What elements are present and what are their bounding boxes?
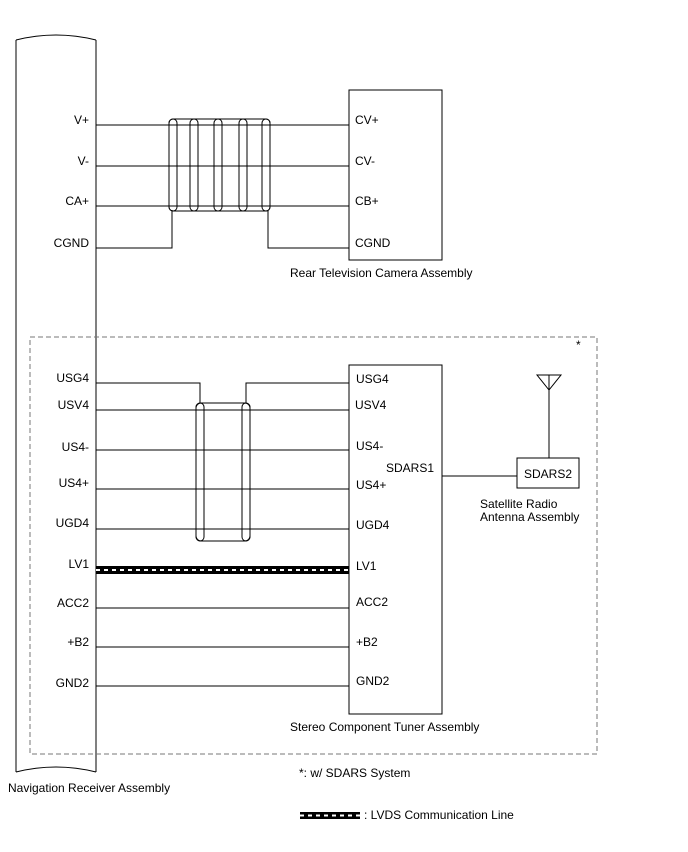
tuner-pin-gnd2: GND2 [356,674,390,688]
rear-camera-box [348,89,443,261]
navigation-receiver-label: Navigation Receiver Assembly [8,781,170,795]
sdars-note: *: w/ SDARS System [299,766,410,780]
camera-shield-bundle [168,118,271,212]
sdars-region-marker: * [576,338,581,352]
tuner-pin-lv1: LV1 [356,559,377,573]
tuner-wires [96,382,349,687]
nav-pin-us4-minus: US4- [62,440,89,454]
sdars-system-region [29,336,598,755]
tuner-pin-us4-minus: US4- [356,439,383,453]
tuner-pin-b2: +B2 [356,635,378,649]
camera-pin-cb-plus: CB+ [355,194,379,208]
nav-pin-b2: +B2 [67,635,89,649]
nav-pin-lv1: LV1 [69,557,90,571]
lvds-line [96,566,349,574]
tuner-pin-ugd4: UGD4 [356,518,390,532]
tuner-shield-bundle [195,402,251,542]
nav-pin-usg4: USG4 [56,371,89,385]
nav-pin-ca-plus: CA+ [65,194,89,208]
antenna-pin-sdars2: SDARS2 [524,467,572,481]
nav-pin-v-minus: V- [78,154,89,168]
tuner-pin-us4-plus: US4+ [356,478,386,492]
antenna-label-line2: Antenna Assembly [480,510,579,524]
navigation-receiver-body [15,34,97,773]
nav-pin-v-plus: V+ [74,113,89,127]
stereo-tuner-label: Stereo Component Tuner Assembly [290,720,479,734]
lvds-legend-label: : LVDS Communication Line [364,808,514,822]
nav-pin-usv4: USV4 [58,398,90,412]
tuner-pin-acc2: ACC2 [356,595,388,609]
camera-pin-cv-plus: CV+ [355,113,379,127]
tuner-pin-sdars1: SDARS1 [386,461,434,475]
nav-pin-us4-plus: US4+ [59,476,89,490]
stereo-tuner-box [348,364,443,715]
nav-pin-acc2: ACC2 [57,596,89,610]
lvds-legend-swatch [300,812,360,819]
rear-camera-label: Rear Television Camera Assembly [290,266,473,280]
antenna-icon [535,374,563,458]
nav-pin-gnd2: GND2 [56,676,90,690]
antenna-box [516,457,580,489]
tuner-pin-usg4: USG4 [356,372,389,386]
camera-pin-cv-minus: CV- [355,154,375,168]
tuner-pin-usv4: USV4 [355,398,387,412]
camera-pin-cgnd: CGND [355,236,391,250]
antenna-label-line1: Satellite Radio [480,497,558,511]
nav-pin-cgnd: CGND [54,236,90,250]
nav-pin-ugd4: UGD4 [56,516,90,530]
